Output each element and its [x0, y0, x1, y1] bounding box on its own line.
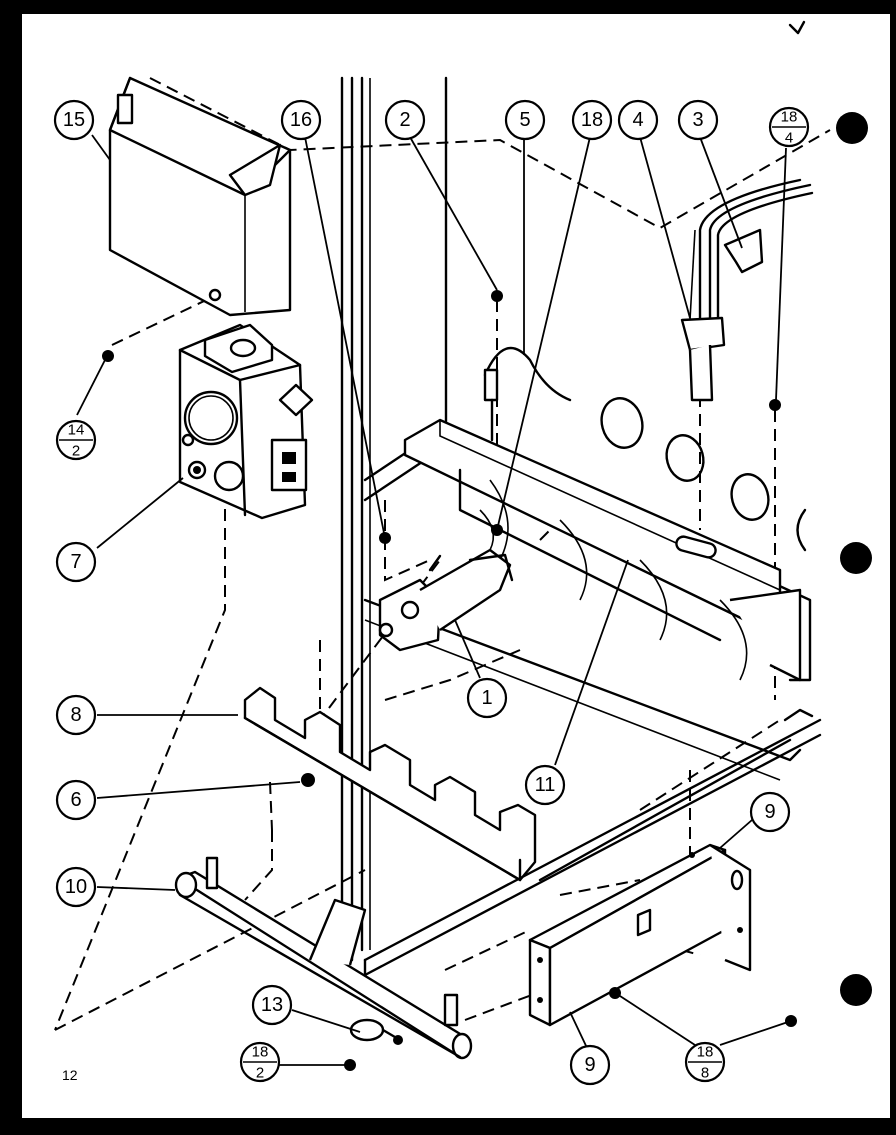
fraction-callout-18-8: 18 8: [684, 1041, 726, 1083]
callout-3-label: 3: [692, 109, 703, 131]
callout-10-label: 10: [65, 876, 87, 898]
leader-lines: [76, 134, 789, 1066]
fraction-14-2-bottom: 2: [72, 443, 80, 460]
callout-4: 4: [617, 99, 659, 141]
fraction-callout-18-4: 18 4: [768, 106, 810, 148]
fraction-18-4-top: 18: [781, 109, 798, 126]
callout-18: 18: [571, 99, 613, 141]
corner-mark: [788, 20, 806, 35]
fraction-callout-18-2: 18 2: [239, 1041, 281, 1083]
gas-valve-part-7: [178, 323, 314, 520]
callout-16: 16: [280, 99, 322, 141]
ignitor-part-4: [680, 178, 814, 402]
callout-9-upper-label: 9: [764, 801, 775, 823]
pilot-burner-part-1: [378, 548, 514, 652]
burner-tube-part-10: [174, 856, 473, 1060]
callout-9-upper: 9: [749, 791, 791, 833]
binder-hole-middle: [840, 542, 872, 574]
callout-5-label: 5: [519, 109, 530, 131]
callout-2: 2: [384, 99, 426, 141]
fraction-18-2-top: 18: [252, 1044, 269, 1061]
callout-16-label: 16: [290, 109, 312, 131]
side-bracket-part-9: [528, 843, 752, 1027]
callout-9-lower-label: 9: [584, 1054, 595, 1076]
cover-box-part-15: [108, 76, 292, 317]
callout-13: 13: [251, 984, 293, 1026]
callout-6: 6: [55, 779, 97, 821]
burner-tray-part-11: [363, 418, 812, 781]
callout-9-lower: 9: [569, 1044, 611, 1086]
burner-bracket-part-8: [243, 686, 537, 882]
binder-hole-top: [836, 112, 868, 144]
callout-4-label: 4: [632, 109, 643, 131]
vertical-rods: [340, 76, 448, 962]
fraction-18-2-bottom: 2: [256, 1065, 264, 1082]
callout-7: 7: [55, 541, 97, 583]
burner-ports: [600, 397, 807, 552]
callout-7-label: 7: [70, 551, 81, 573]
callout-15-label: 15: [63, 109, 85, 131]
flame-sensor-part-5: [483, 346, 572, 442]
callout-3: 3: [677, 99, 719, 141]
callout-11: 11: [524, 764, 566, 806]
fraction-18-8-top: 18: [697, 1044, 714, 1061]
fraction-18-4-bottom: 4: [785, 130, 793, 147]
callout-5: 5: [504, 99, 546, 141]
fraction-18-8-bottom: 8: [701, 1065, 709, 1082]
callout-10: 10: [55, 866, 97, 908]
callout-6-label: 6: [70, 789, 81, 811]
callout-2-label: 2: [399, 109, 410, 131]
callout-1: 1: [466, 677, 508, 719]
callout-8: 8: [55, 694, 97, 736]
fraction-callout-14-2: 14 2: [55, 419, 97, 461]
base-rails: [363, 708, 822, 977]
callout-18-label: 18: [581, 109, 603, 131]
callout-15: 15: [53, 99, 95, 141]
callout-8-label: 8: [70, 704, 81, 726]
fraction-14-2-top: 14: [68, 422, 85, 439]
binder-hole-bottom: [840, 974, 872, 1006]
callout-13-label: 13: [261, 994, 283, 1016]
callout-1-label: 1: [481, 687, 492, 709]
callout-11-label: 11: [535, 774, 556, 796]
page-number: 12: [62, 1067, 78, 1083]
ignitor-bracket-part-3: [723, 228, 764, 274]
